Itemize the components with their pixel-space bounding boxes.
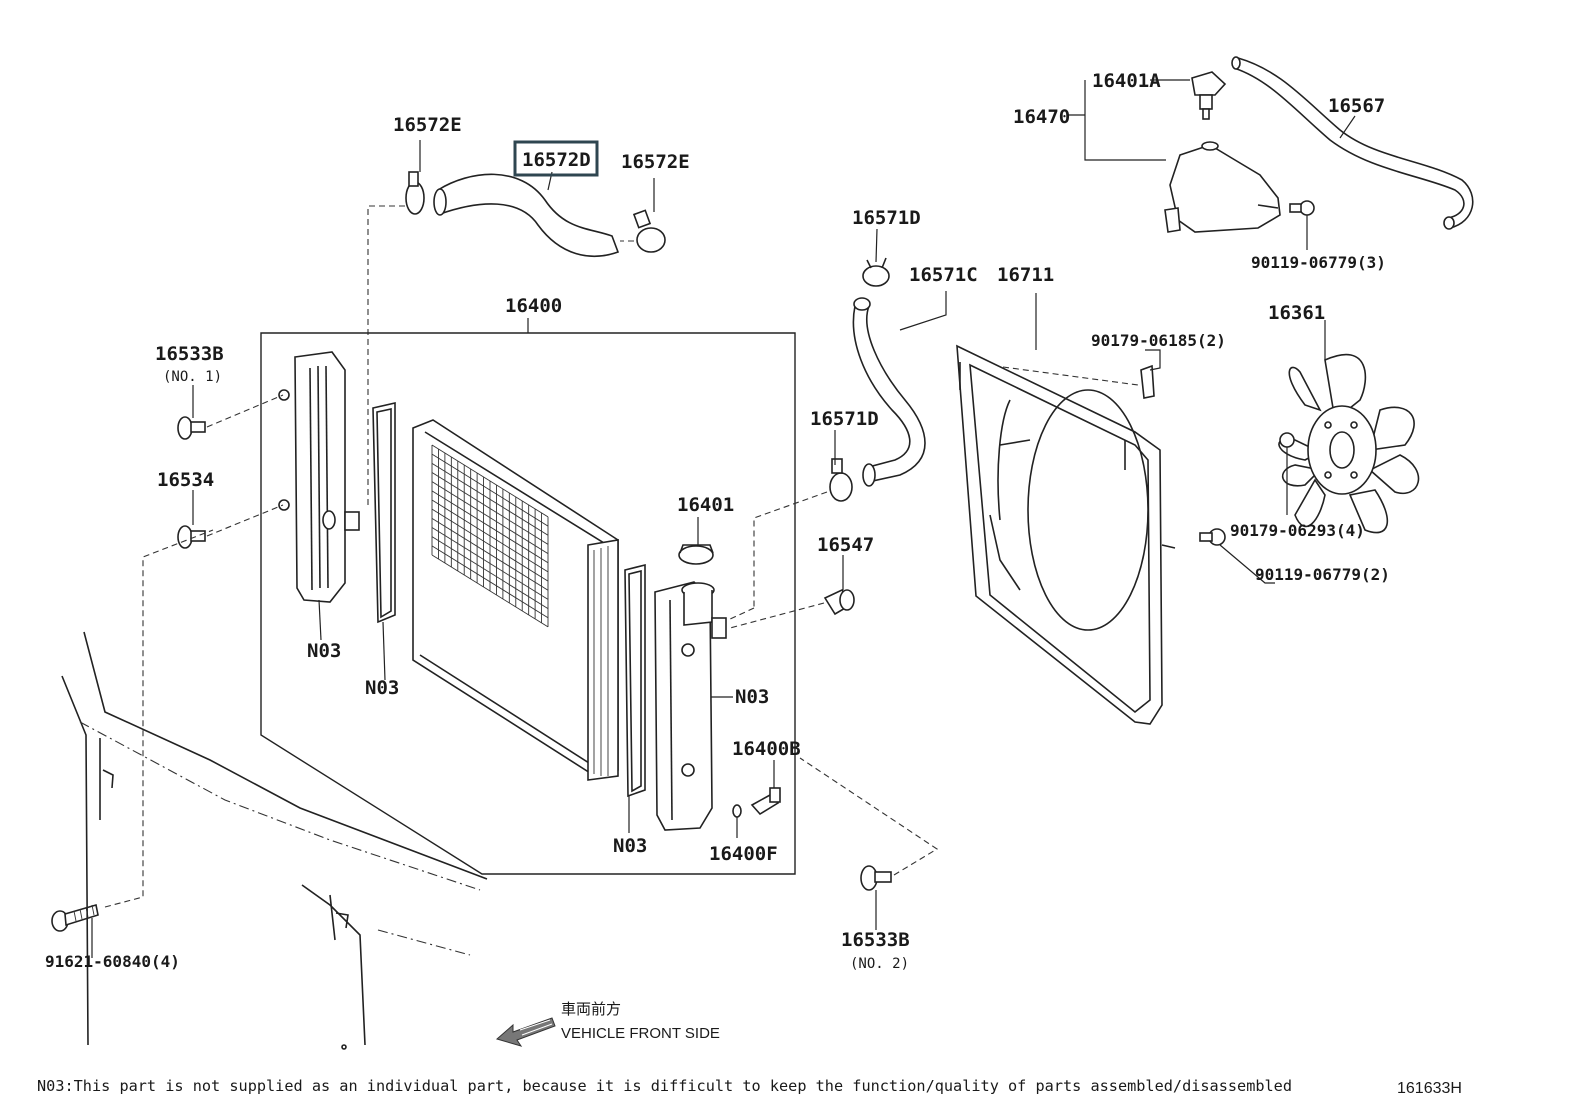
left-tank-gasket [372,401,396,624]
label-16547[interactable]: 16547 [817,534,874,556]
label-16571d-mid[interactable]: 16571D [810,408,879,430]
label-16401a[interactable]: 16401A [1092,70,1161,92]
radiator-right-tank[interactable] [654,581,727,831]
reserve-tank-bolt[interactable] [1289,200,1315,216]
label-16567[interactable]: 16567 [1328,95,1385,117]
label-16571c[interactable]: 16571C [909,264,978,286]
radiator-core[interactable] [412,419,619,781]
label-16534[interactable]: 16534 [157,469,214,491]
hose-clamp-left[interactable] [405,171,425,215]
direction-label-japanese: 車両前方 [561,1000,621,1018]
reserve-tank[interactable] [1164,141,1281,233]
label-16533b-no2[interactable]: 16533B [841,929,910,951]
label-16400f[interactable]: 16400F [709,843,778,865]
diagram-code: 161633H [1397,1080,1462,1097]
radiator-cap[interactable] [678,544,714,565]
right-tank-gasket [624,563,646,798]
upper-radiator-hose[interactable] [433,173,620,258]
hose-clamp-upper[interactable] [862,257,890,287]
label-n03-right-gasket: N03 [613,835,647,857]
label-16401[interactable]: 16401 [677,494,734,516]
label-no2: (NO. 2) [850,956,909,972]
label-16400b[interactable]: 16400B [732,738,801,760]
radiator-assembly-frame [260,332,796,875]
direction-label-english: VEHICLE FRONT SIDE [561,1025,720,1042]
highlight-box-16572d [513,140,599,177]
label-n03-left-tank: N03 [307,640,341,662]
label-16533b-no1[interactable]: 16533B [155,343,224,365]
bolt-91621[interactable] [51,903,99,932]
drain-plug[interactable] [823,588,855,616]
radiator-left-tank[interactable] [278,351,360,603]
label-91621-60840[interactable]: 91621-60840(4) [45,952,180,971]
label-90119-06779-3[interactable]: 90119-06779(3) [1251,253,1386,272]
bolt-16534[interactable] [177,525,206,549]
fan-nut[interactable] [1279,432,1295,448]
reserve-tank-cap[interactable] [1191,71,1227,120]
label-16470[interactable]: 16470 [1013,106,1070,128]
vehicle-body-outline [61,631,488,1050]
label-16572e-right[interactable]: 16572E [621,151,690,173]
drain-o-ring [732,804,742,838]
label-16711[interactable]: 16711 [997,264,1054,286]
overflow-hose[interactable] [1231,56,1474,230]
label-n03-left-gasket: N03 [365,677,399,699]
fan-shroud[interactable] [956,344,1176,725]
bolt-16533b-no2[interactable] [860,865,892,891]
label-16571d-top[interactable]: 16571D [852,207,921,229]
cooling-fan[interactable] [1278,353,1420,534]
bolt-16533b-no1[interactable] [177,416,206,440]
label-n03-right-tank: N03 [735,686,769,708]
hose-clamp-right[interactable] [632,209,666,253]
label-no1: (NO. 1) [163,369,222,385]
hose-clamp-lower[interactable] [829,458,853,502]
label-16572d[interactable]: 16572D [522,149,591,171]
label-90179-06185[interactable]: 90179-06185(2) [1091,331,1226,350]
footer-note: N03:This part is not supplied as an indi… [37,1077,1292,1095]
label-90179-06293[interactable]: 90179-06293(4) [1230,521,1365,540]
shroud-bolt[interactable] [1199,528,1226,546]
label-16400[interactable]: 16400 [505,295,562,317]
drain-cock[interactable] [750,787,781,816]
shroud-clip[interactable] [1140,364,1155,399]
vehicle-front-arrow-icon [495,1017,556,1047]
label-90119-06779-2[interactable]: 90119-06779(2) [1255,565,1390,584]
label-16361[interactable]: 16361 [1268,302,1325,324]
label-16572e-left[interactable]: 16572E [393,114,462,136]
lower-radiator-hose[interactable] [852,297,926,487]
